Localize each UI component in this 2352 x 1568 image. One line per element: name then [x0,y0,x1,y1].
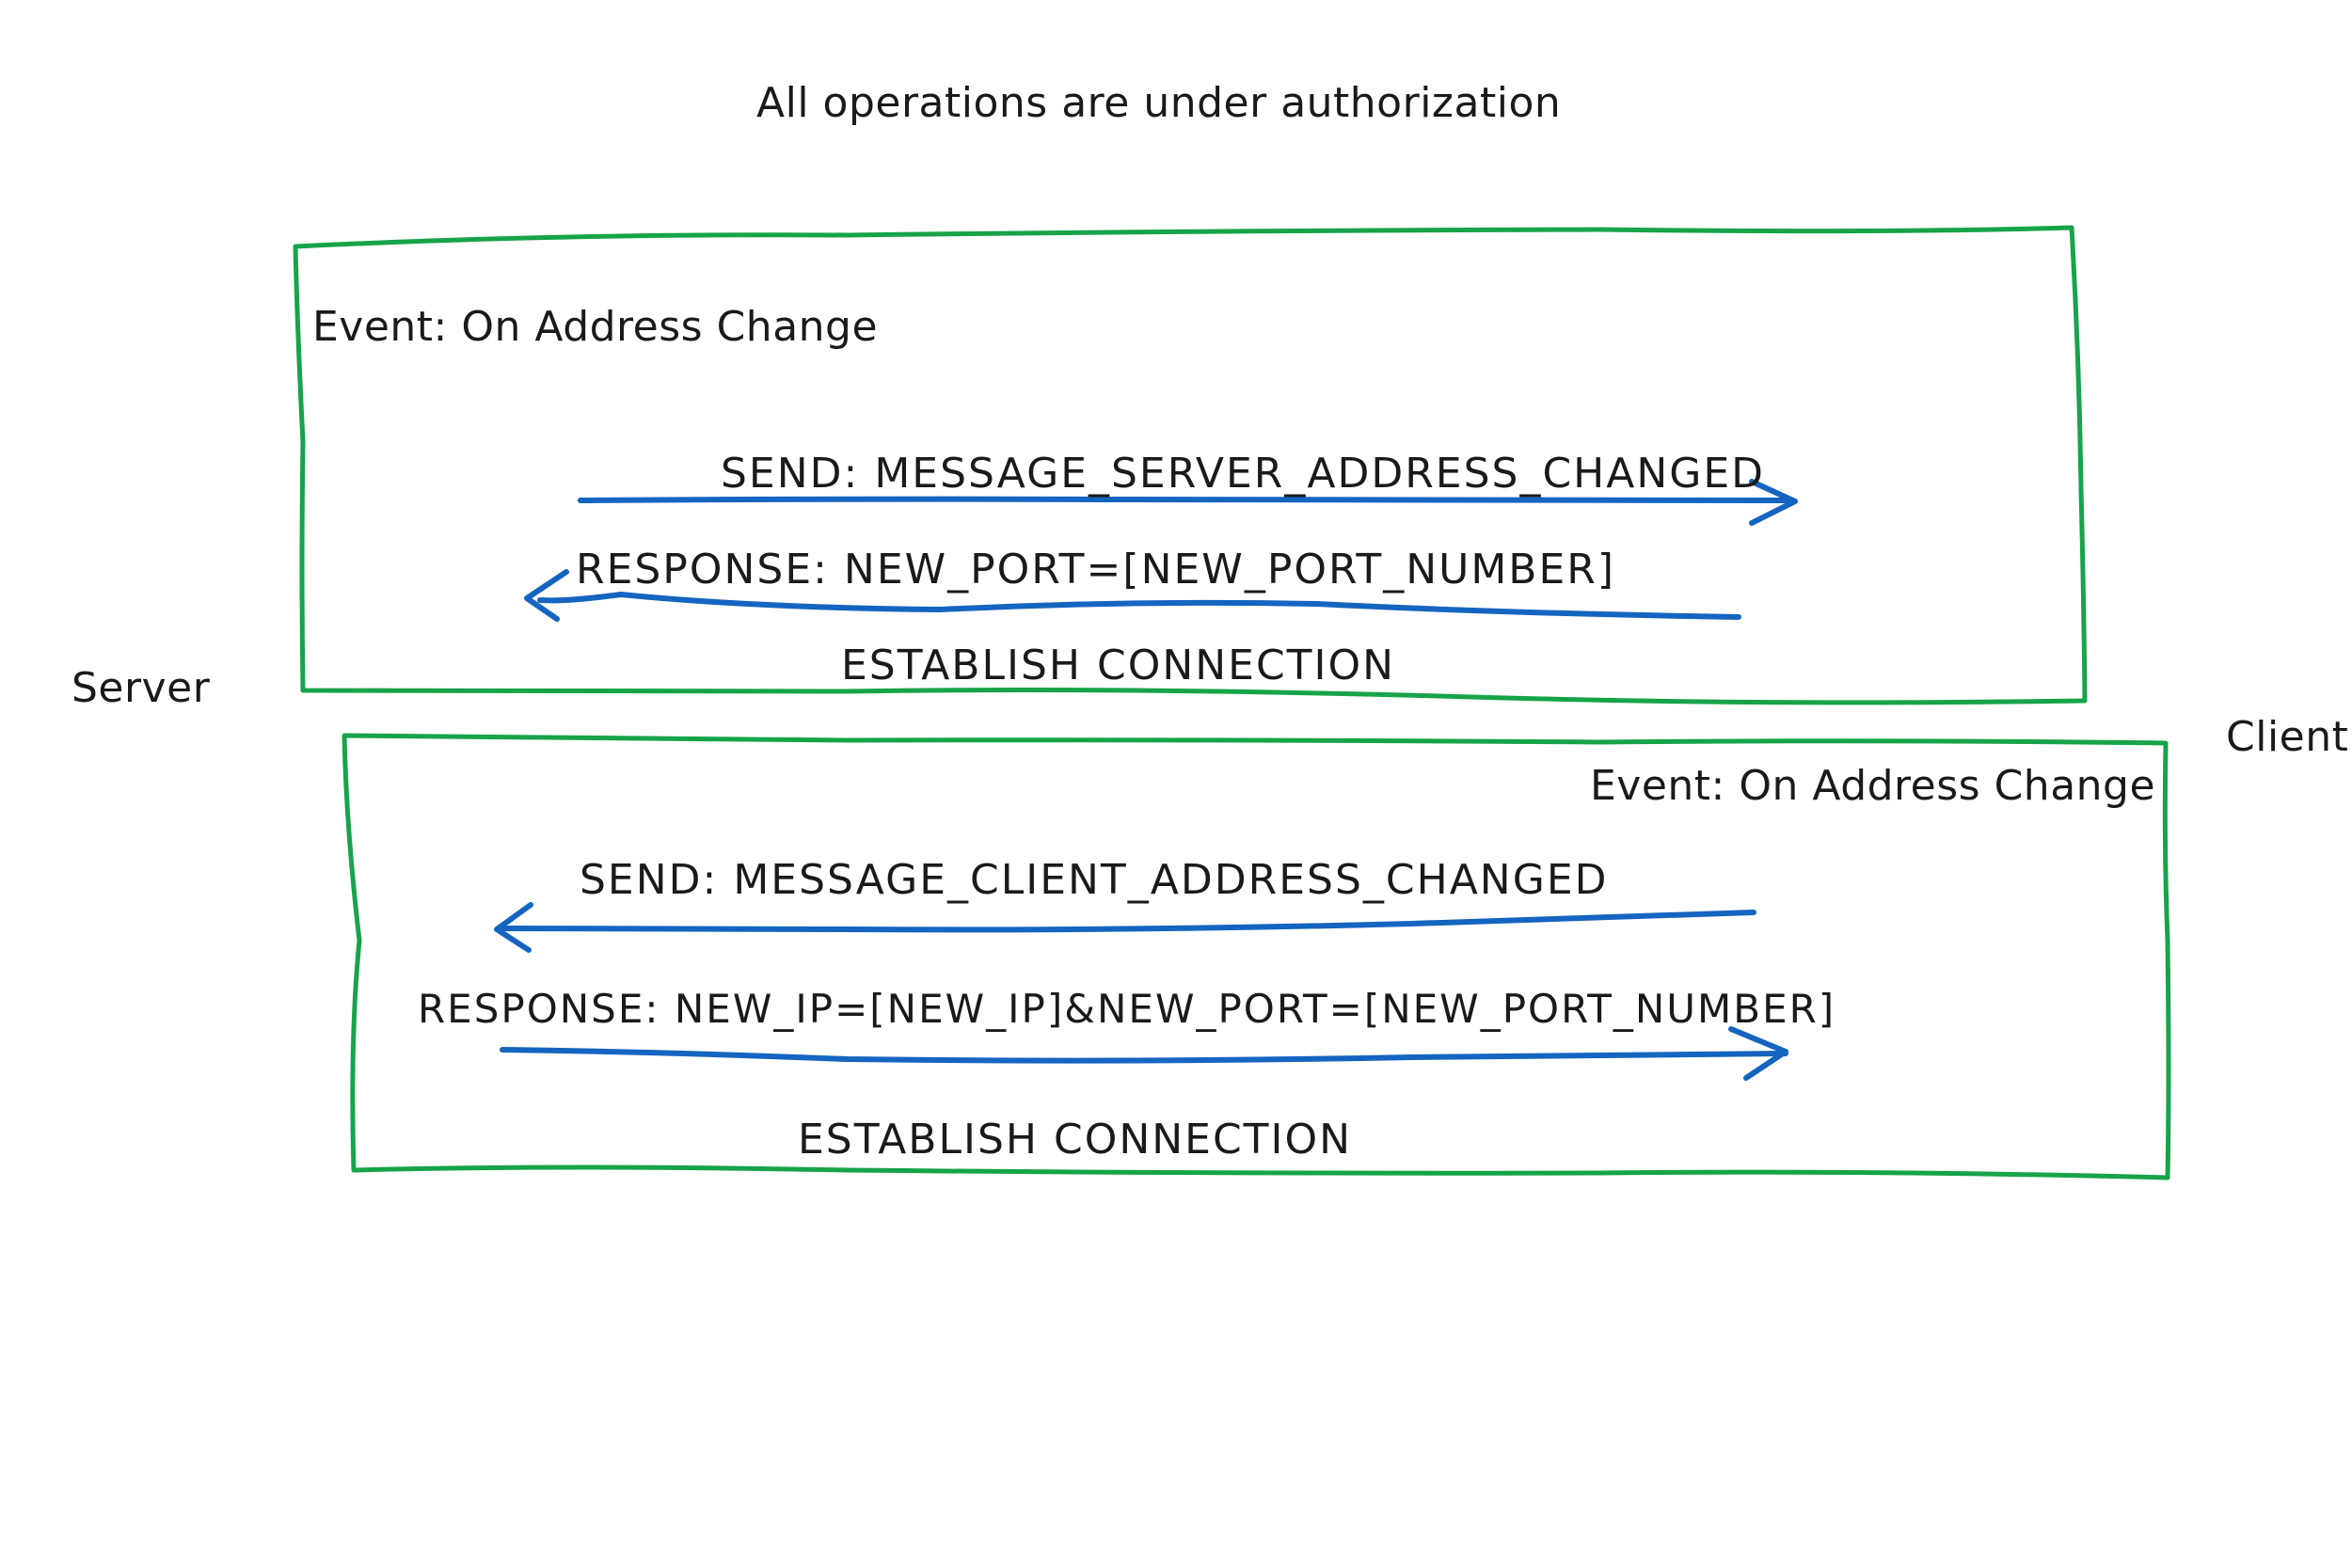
server-establish-label: ESTABLISH CONNECTION [841,641,1396,689]
client-event-title: Event: On Address Change [1590,762,2156,810]
server-response-arrow [537,591,1741,620]
server-send-arrowhead [1749,479,1798,526]
server-response-label: RESPONSE: NEW_PORT=[NEW_PORT_NUMBER] [576,546,1616,594]
client-event-box [342,733,2171,1180]
server-send-arrow [578,496,1795,503]
server-event-title: Event: On Address Change [312,303,879,351]
server-send-label: SEND: MESSAGE_SERVER_ADDRESS_CHANGED [721,450,1766,498]
client-establish-label: ESTABLISH CONNECTION [798,1116,1353,1164]
client-response-label: RESPONSE: NEW_IP=[NEW_IP]&NEW_PORT=[NEW_… [418,986,1836,1032]
client-send-label: SEND: MESSAGE_CLIENT_ADDRESS_CHANGED [580,856,1609,904]
client-label: Client [2226,713,2349,761]
client-send-arrowhead [494,902,533,953]
client-response-arrow [500,1047,1788,1064]
authorization-note: All operations are under authorization [756,79,1562,127]
server-response-arrowhead [524,569,569,622]
client-response-arrowhead [1728,1026,1788,1081]
server-event-box [293,225,2088,705]
client-send-arrow [500,910,1756,933]
server-label: Server [72,664,211,712]
